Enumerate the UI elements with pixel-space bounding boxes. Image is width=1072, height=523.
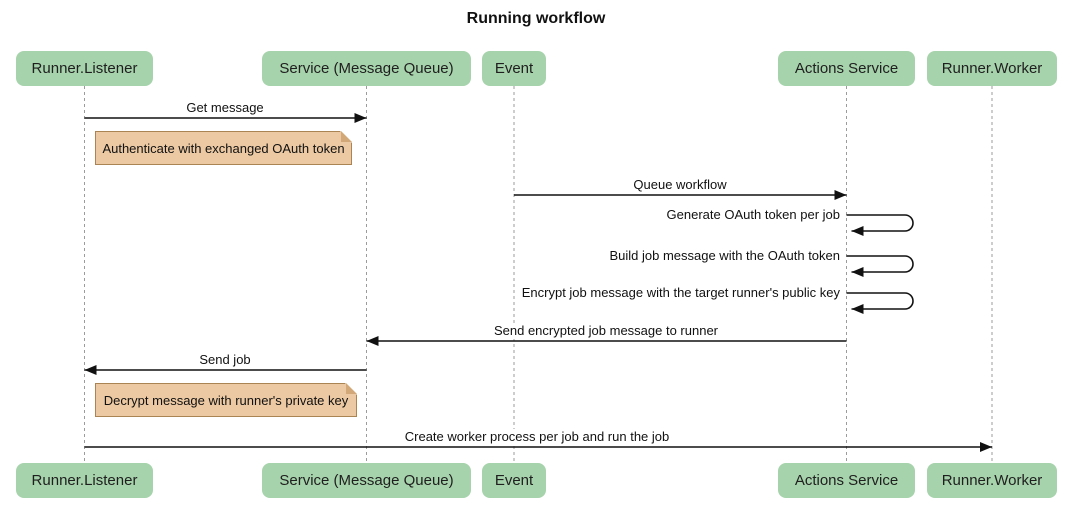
message-label-create-worker-process: Create worker process per job and run th… xyxy=(401,429,673,445)
loop-build-job-message xyxy=(846,255,914,277)
actor-actions-service-bottom: Actions Service xyxy=(778,463,915,498)
actor-label: Actions Service xyxy=(794,472,899,489)
diagram-title: Running workflow xyxy=(466,10,606,27)
actor-event-bottom: Event xyxy=(482,463,546,498)
message-label-send-job: Send job xyxy=(196,352,254,368)
note-text: Authenticate with exchanged OAuth token xyxy=(102,140,345,156)
note-decrypt-private-key: Decrypt message with runner's private ke… xyxy=(95,383,357,417)
message-label-build-job-message: Build job message with the OAuth token xyxy=(606,248,843,264)
actor-label: Event xyxy=(494,60,534,77)
actor-runner-listener-top: Runner.Listener xyxy=(16,51,153,86)
note-authenticate-oauth: Authenticate with exchanged OAuth token xyxy=(95,131,352,165)
actor-service-message-queue-top: Service (Message Queue) xyxy=(262,51,471,86)
actor-actions-service-top: Actions Service xyxy=(778,51,915,86)
actor-label: Runner.Listener xyxy=(31,60,138,77)
note-fold-corner-icon xyxy=(340,131,352,143)
actor-label: Runner.Worker xyxy=(941,472,1043,489)
message-label-encrypt-job-message: Encrypt job message with the target runn… xyxy=(518,285,843,301)
message-label-send-encrypted-job-message: Send encrypted job message to runner xyxy=(490,323,722,339)
actor-label: Runner.Worker xyxy=(941,60,1043,77)
actor-label: Service (Message Queue) xyxy=(279,472,454,489)
loop-generate-oauth-token xyxy=(846,214,914,236)
actor-label: Service (Message Queue) xyxy=(279,60,454,77)
actor-runner-listener-bottom: Runner.Listener xyxy=(16,463,153,498)
actor-runner-worker-top: Runner.Worker xyxy=(927,51,1057,86)
actor-label: Runner.Listener xyxy=(31,472,138,489)
message-label-generate-oauth-token: Generate OAuth token per job xyxy=(663,207,843,223)
actor-event-top: Event xyxy=(482,51,546,86)
actor-runner-worker-bottom: Runner.Worker xyxy=(927,463,1057,498)
note-fold-corner-icon xyxy=(345,383,357,395)
message-label-get-message: Get message xyxy=(183,100,267,116)
message-label-queue-workflow: Queue workflow xyxy=(630,177,730,193)
actor-label: Actions Service xyxy=(794,60,899,77)
actor-label: Event xyxy=(494,472,534,489)
note-text: Decrypt message with runner's private ke… xyxy=(103,392,349,408)
actor-service-message-queue-bottom: Service (Message Queue) xyxy=(262,463,471,498)
loop-encrypt-job-message xyxy=(846,292,914,314)
